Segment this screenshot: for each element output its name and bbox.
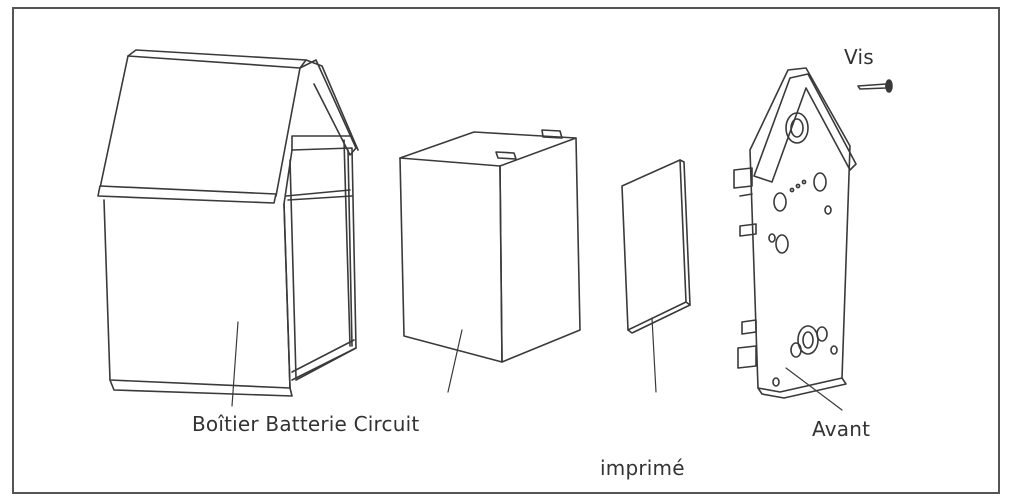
front-label: Avant (812, 417, 871, 441)
housing-drawing (97, 49, 359, 407)
screw-drawing (857, 79, 893, 93)
screw-label: Vis (844, 45, 874, 69)
main-components-label: Boîtier Batterie Circuit (192, 412, 420, 436)
front-panel-drawing (733, 67, 857, 411)
diagram-frame (12, 7, 1000, 494)
pcb-drawing (621, 159, 691, 393)
battery-drawing (399, 129, 581, 393)
printed-label: imprimé (600, 456, 685, 480)
